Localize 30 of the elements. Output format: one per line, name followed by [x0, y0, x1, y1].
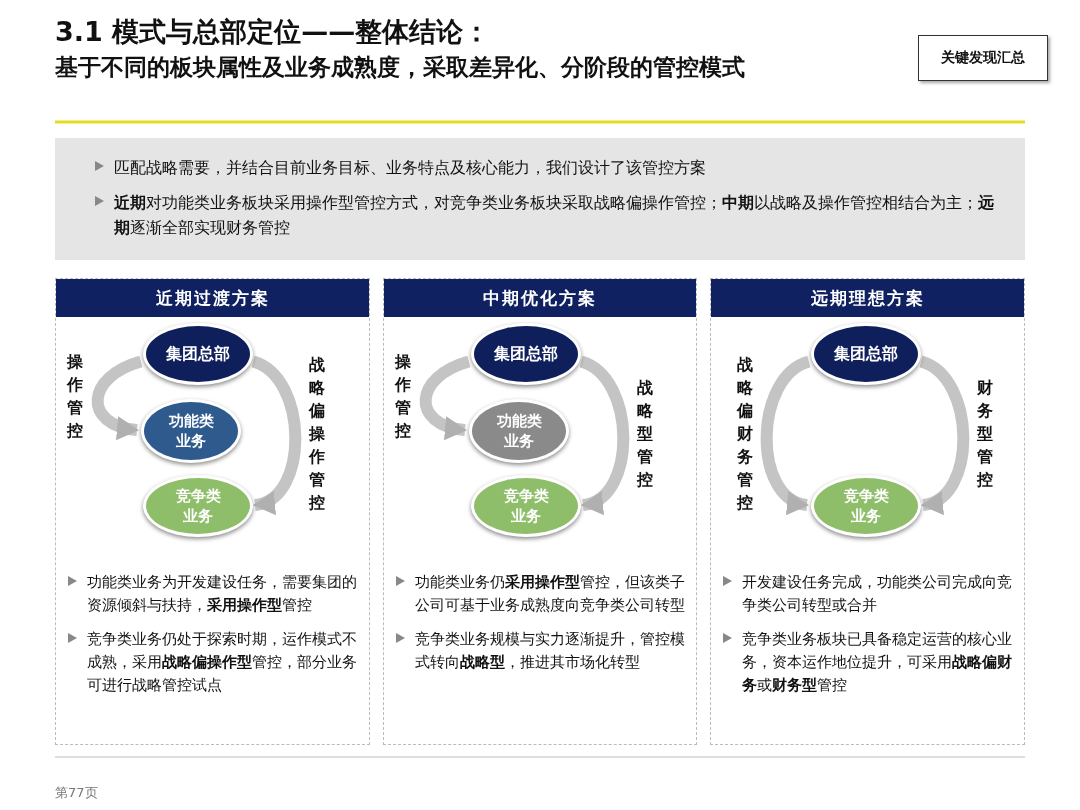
curved-arrow [419, 355, 471, 439]
bullet-text: 功能类业务仍采用操作型管控，但该类子公司可基于业务成熟度向竞争类公司转型 [415, 572, 686, 617]
label-box: 关键发现汇总 [918, 35, 1048, 81]
curved-arrow [91, 355, 143, 439]
bullet-text: 竞争类业务板块已具备稳定运营的核心业务，资本运作地位提升，可采用战略偏财务或财务型管控 [742, 628, 1013, 696]
business-ellipse: 集团总部 [143, 323, 253, 385]
business-ellipse: 集团总部 [471, 323, 581, 385]
curved-arrow [578, 356, 630, 512]
page-number: 第77页 [55, 784, 98, 802]
bullet-text: 竞争类业务仍处于探索时期，运作模式不成熟，采用战略偏操作型管控，部分业务可进行战略管控试点 [87, 628, 358, 696]
curved-arrow [760, 356, 812, 512]
bullet-text: 竞争类业务规模与实力逐渐提升，管控模式转向战略型，推进其市场化转型 [415, 628, 686, 673]
business-ellipse: 竞争类业务 [471, 475, 581, 537]
panel-header: 中期优化方案 [384, 279, 696, 317]
title: 3.1 模式与总部定位——整体结论： [55, 15, 491, 49]
bullet-text: 功能类业务为开发建设任务，需要集团的资源倾斜与扶持，采用操作型管控 [87, 572, 358, 617]
panel-header: 近期过渡方案 [56, 279, 369, 317]
business-ellipse: 功能类业务 [141, 399, 241, 463]
summary-box [55, 138, 1025, 260]
panel-header: 远期理想方案 [711, 279, 1024, 317]
bullet-text: 匹配战略需要，并结合目前业务目标、业务特点及核心能力，我们设计了该管控方案 [114, 157, 706, 179]
business-ellipse: 集团总部 [811, 323, 921, 385]
bullet-text: 开发建设任务完成，功能类公司完成向竞争类公司转型或合并 [742, 572, 1013, 617]
bullet-text: 近期对功能类业务板块采用操作型管控方式，对竞争类业务板块采取战略偏操作管控；中期以战略及操作管控相结合为主；远期逐渐全部实现财务管控 [114, 191, 995, 239]
curved-arrow [918, 356, 970, 512]
business-ellipse: 竞争类业务 [811, 475, 921, 537]
business-ellipse: 功能类业务 [469, 399, 569, 463]
business-ellipse: 竞争类业务 [143, 475, 253, 537]
subtitle: 基于不同的板块属性及业务成熟度，采取差异化、分阶段的管控模式 [55, 53, 746, 81]
curved-arrow [250, 356, 302, 512]
